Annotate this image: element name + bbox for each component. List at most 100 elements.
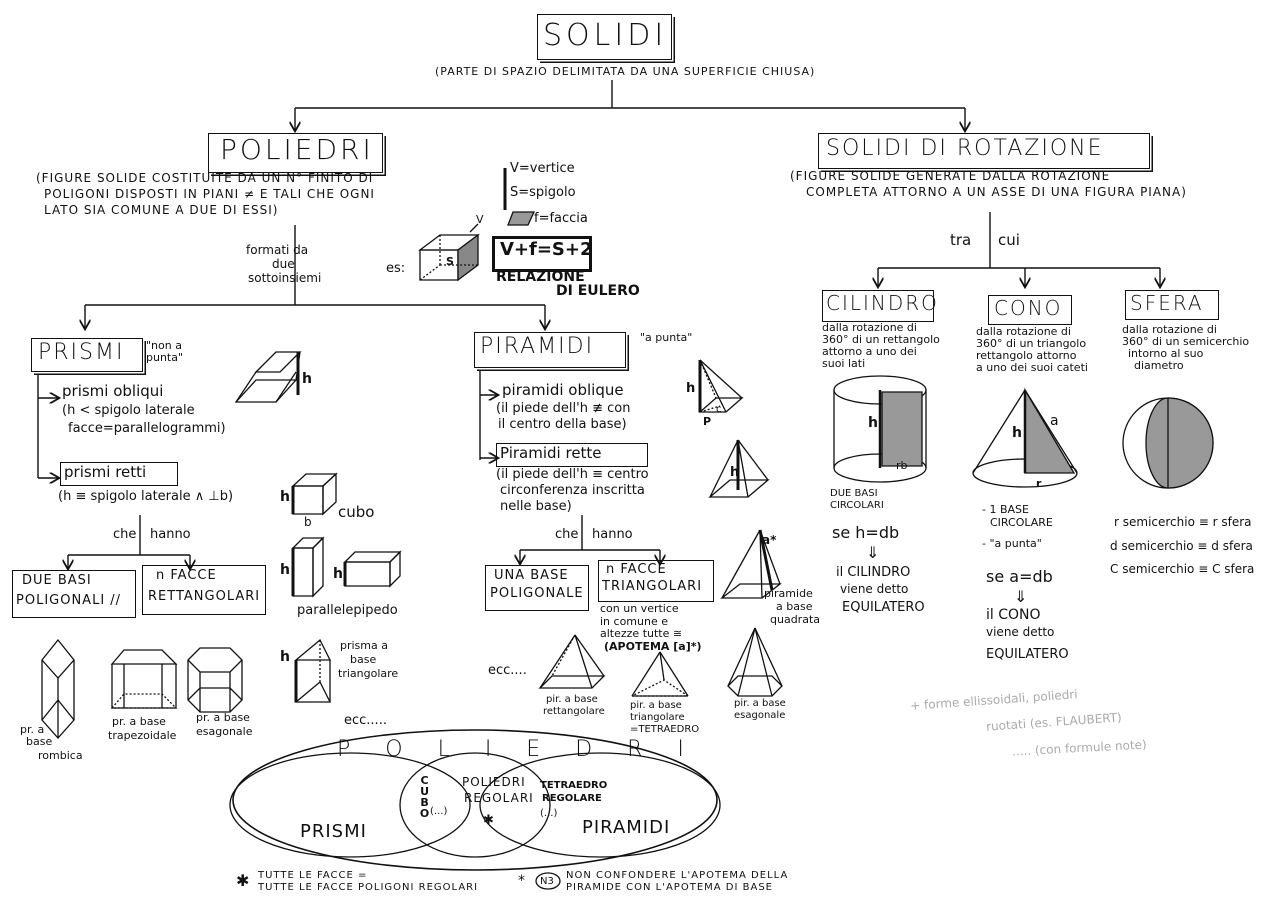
solidi-definition: (PARTE DI SPAZIO DELIMITATA DA UNA SUPER… — [435, 65, 816, 78]
piramidi-ecc: ecc.... — [488, 663, 527, 678]
venn-star: ✱ — [483, 813, 494, 828]
cube-edge-label: S — [446, 255, 454, 268]
euler-formula: V+f=S+2 — [500, 239, 593, 260]
footnote2-symbol: * — [518, 873, 525, 889]
piramidi-n-facce-line1: n FACCE — [606, 562, 667, 577]
cilindro-result-line1: il CILINDRO — [836, 565, 911, 580]
cono-condition: se a=db — [986, 567, 1053, 586]
poliedri-def-line1: (FIGURE SOLIDE COSTITUITE DA UN N° FINIT… — [36, 171, 374, 185]
rhombic-prism-sketch — [42, 640, 74, 738]
piramidi-rette-box — [496, 443, 648, 467]
sfera-rule-d: d semicerchio ≡ d sfera — [1110, 539, 1253, 553]
una-base-line1: UNA BASE — [494, 568, 569, 583]
para-h2: h — [333, 566, 343, 582]
poliedri-def-line2: POLIGONI DISPOSTI IN PIANI ≠ E TALI CHE … — [44, 187, 375, 201]
legend-spigolo: S=spigolo — [510, 185, 576, 200]
una-base-box — [485, 565, 589, 611]
cube-b: b — [304, 515, 312, 529]
oblique-pyramid-sketch — [700, 360, 742, 412]
prismi-obliqui-line1: (h < spigolo laterale — [62, 403, 195, 418]
piramidi-rette-line3: nelle base) — [500, 499, 572, 514]
cilindro-condition: se h=db — [832, 523, 900, 542]
piramidi-rette-line1: (il piede dell'h ≡ centro — [496, 467, 649, 482]
cono-h: h — [1012, 425, 1022, 441]
prismi-retti-title: prismi retti — [64, 463, 147, 481]
venn-diagram — [230, 730, 720, 870]
title-box — [537, 14, 672, 60]
prismi-obliqui-title: prismi obliqui — [62, 382, 164, 400]
cone-sketch — [973, 390, 1077, 487]
footnote2-line2: PIRAMIDE CON L'APOTEMA DI BASE — [566, 882, 773, 893]
oblique-prism-sketch — [236, 352, 300, 402]
cylinder-sketch — [834, 376, 926, 482]
rect-pyr-line1: pir. a base — [546, 694, 598, 705]
rotazione-def-line1: (FIGURE SOLIDE GENERATE DALLA ROTAZIONE — [790, 169, 1111, 183]
poliedri-def-line3: LATO SIA COMUNE A DUE DI ESSI) — [44, 203, 279, 217]
oblique-pyr-c: c — [716, 404, 722, 415]
cube-label: cubo — [338, 503, 375, 521]
cono-result-line2: viene detto — [986, 625, 1055, 639]
footnote1-line1: TUTTE LE FACCE = — [258, 870, 368, 881]
formati-line1: formati da — [246, 243, 309, 257]
prismi-che: che — [113, 527, 137, 542]
cono-r: r — [1036, 477, 1042, 490]
prismi-ecc: ecc..... — [344, 713, 387, 728]
tra-label: tra — [950, 231, 972, 249]
due-basi-line1: DUE BASI — [22, 573, 92, 588]
cilindro-h: h — [868, 415, 878, 431]
tetra-line1: pir. a base — [630, 700, 682, 711]
cilindro-box — [822, 290, 934, 322]
hex-pyr-line1: pir. a base — [734, 698, 786, 709]
hexagonal-prism-sketch — [188, 648, 242, 712]
cono-def-line2: 360° di un triangolo — [976, 337, 1087, 350]
prismi-n-facce-box — [142, 565, 266, 615]
venn-regolari-line2: REGOLARI — [464, 791, 534, 805]
tri-prism-line3: triangolare — [338, 667, 399, 680]
formati-line3: sottoinsiemi — [248, 271, 322, 285]
square-pyr-a: a* — [762, 533, 777, 547]
cube-h: h — [280, 489, 290, 505]
rotazione-title: SOLIDI DI ROTAZIONE — [826, 136, 1104, 161]
piramidi-n-facce-desc3: altezze tutte ≅ — [600, 627, 683, 640]
cono-base-line1: - 1 BASE — [982, 503, 1029, 516]
rotazione-box — [818, 133, 1150, 169]
cono-title: CONO — [994, 296, 1063, 320]
cilindro-arrow: ⇓ — [866, 543, 880, 562]
cilindro-rb: rb — [896, 459, 908, 472]
piramidi-oblique-line1: (il piede dell'h ≢ con — [496, 401, 631, 416]
piramidi-n-facce-desc2: in comune e — [600, 615, 668, 628]
piramidi-n-facce-box — [598, 560, 714, 602]
sfera-def-line4: diametro — [1134, 359, 1184, 372]
piramidi-box — [474, 332, 626, 368]
euler-cube-sketch — [420, 224, 478, 280]
square-pyr-line2: a base — [776, 600, 813, 613]
venn-piramidi: PIRAMIDI — [582, 817, 671, 838]
triangular-prism-sketch — [296, 640, 330, 702]
piramidi-che: che — [555, 527, 579, 542]
tetrahedron-sketch — [632, 652, 688, 696]
sfera-rule-r: r semicerchio ≡ r sfera — [1114, 515, 1252, 529]
example-label: es: — [386, 261, 406, 276]
piramidi-n-facce-line2: TRIANGOLARI — [602, 579, 703, 594]
formati-line2: due — [272, 257, 295, 271]
piramidi-title: PIRAMIDI — [480, 334, 595, 359]
page-title: SOLIDI — [543, 18, 668, 53]
trap-line1: pr. a base — [112, 715, 166, 728]
sfera-def-line3: intorno al suo — [1128, 347, 1204, 360]
parallelepiped-tall-sketch — [293, 538, 323, 596]
square-pyr-line1: piramide — [764, 587, 813, 600]
prismi-obliqui-h: h — [302, 371, 312, 387]
venn-title: P O L I E D R I — [337, 737, 698, 762]
poliedri-title: POLIEDRI — [220, 133, 374, 166]
oblique-pyr-h: h — [686, 381, 696, 396]
trap-line2: trapezoidale — [108, 729, 177, 742]
tri-prism-line2: base — [350, 653, 377, 666]
sfera-def-line2: 360° di un semicerchio — [1122, 335, 1250, 348]
cono-def-line1: dalla rotazione di — [976, 325, 1071, 338]
cilindro-basi-line1: DUE BASI — [830, 488, 878, 499]
tri-prism-line1: prisma a — [340, 639, 388, 652]
tetra-line2: triangolare — [630, 712, 685, 723]
euler-formula-box — [492, 236, 592, 272]
sfera-box — [1125, 290, 1219, 320]
